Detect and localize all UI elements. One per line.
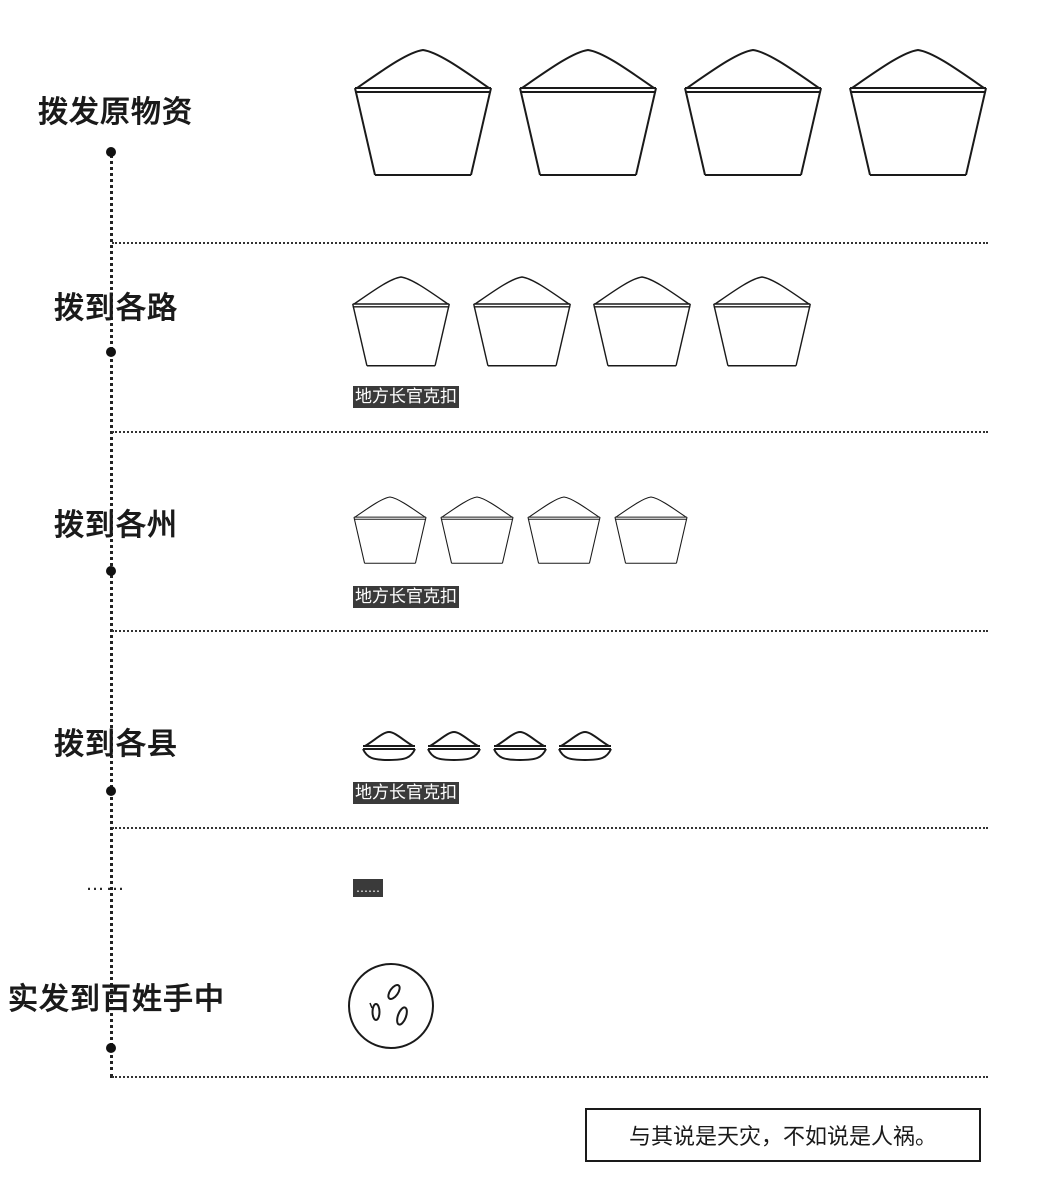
row-separator <box>112 630 988 632</box>
stage-label-2: 拨到各路 <box>54 291 178 326</box>
grain-bowl-icon <box>427 731 481 761</box>
deduction-tag: 地方长官克扣 <box>353 586 459 608</box>
grain-basket-icon <box>352 276 450 367</box>
timeline-dot <box>106 347 116 357</box>
stage-label-ellipsis: …… <box>86 874 126 895</box>
stage-label-final: 实发到百姓手中 <box>8 982 225 1017</box>
grain-basket-icon <box>527 496 601 564</box>
row-separator <box>112 1076 988 1078</box>
row-separator <box>112 431 988 433</box>
grain-bowl-icon <box>362 731 416 761</box>
grain-basket-icon <box>440 496 514 564</box>
caption-text: 与其说是天灾，不如说是人祸。 <box>628 1125 937 1150</box>
row-separator <box>112 827 988 829</box>
grain-basket-icon <box>684 49 822 176</box>
caption-box: 与其说是天灾，不如说是人祸。 <box>585 1108 981 1162</box>
grain-basket-icon <box>713 276 811 367</box>
row-separator <box>112 242 988 244</box>
deduction-tag: 地方长官克扣 <box>353 782 459 804</box>
grain-basket-icon <box>593 276 691 367</box>
grain-basket-icon <box>519 49 657 176</box>
stage-label-1: 拨发原物资 <box>38 95 193 130</box>
timeline-dot <box>106 1043 116 1053</box>
timeline-dot <box>106 147 116 157</box>
grain-basket-icon <box>354 49 492 176</box>
timeline-dot <box>106 566 116 576</box>
bowl-with-few-grains-icon <box>348 963 434 1049</box>
stage-label-4: 拨到各县 <box>54 727 178 762</box>
deduction-tag: 地方长官克扣 <box>353 386 459 408</box>
grain-bowl-icon <box>493 731 547 761</box>
timeline-line <box>110 148 113 1078</box>
timeline-dot <box>106 786 116 796</box>
grain-basket-icon <box>353 496 427 564</box>
grain-bowl-icon <box>558 731 612 761</box>
stage-label-3: 拨到各州 <box>54 508 178 543</box>
grain-basket-icon <box>849 49 987 176</box>
deduction-tag-ellipsis: …… <box>353 879 383 897</box>
grain-basket-icon <box>614 496 688 564</box>
grain-basket-icon <box>473 276 571 367</box>
